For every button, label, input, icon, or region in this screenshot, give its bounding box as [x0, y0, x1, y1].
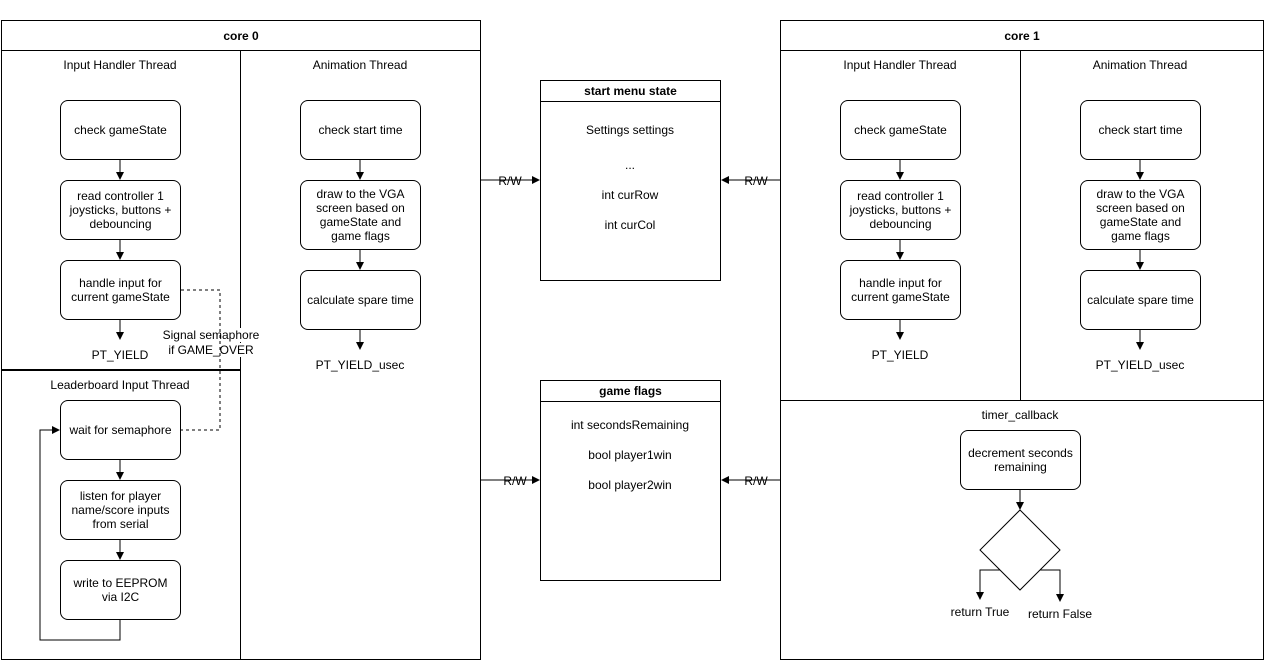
- rw-label-core0-startmenu: R/W: [498, 174, 522, 188]
- game-flags-item: bool player1win: [588, 448, 672, 462]
- core0-input-thread-title: Input Handler Thread: [63, 58, 177, 72]
- start-menu-item: Settings settings: [585, 123, 675, 137]
- core0-pt-yield-usec-label: PT_YIELD_usec: [315, 358, 405, 372]
- rw-label-core1-gameflags: R/W: [744, 474, 768, 488]
- core0-wait-semaphore-node: wait for semaphore: [60, 400, 181, 460]
- core0-animation-thread-title: Animation Thread: [312, 58, 408, 72]
- core1-timer-callback-title: timer_callback: [981, 408, 1059, 422]
- core0-check-start-time-node: check start time: [300, 100, 421, 160]
- core1-decrement-seconds-node: decrement seconds remaining: [960, 430, 1081, 490]
- core0-leaderboard-thread-title: Leaderboard Input Thread: [50, 378, 190, 392]
- signal-semaphore-label-line1: Signal semaphore: [162, 328, 260, 342]
- core0-write-eeprom-node: write to EEPROM via I2C: [60, 560, 181, 620]
- core0-handle-input-node: handle input for current gameState: [60, 260, 181, 320]
- rw-label-core0-gameflags: R/W: [503, 474, 527, 488]
- start-menu-item: int curCol: [604, 218, 656, 232]
- arrow-core0-write-loop-back: [39, 426, 121, 641]
- start-menu-item: int curRow: [601, 188, 659, 202]
- core1-check-start-time-node: check start time: [1080, 100, 1201, 160]
- game-flags-box: [540, 380, 721, 581]
- core0-draw-vga-node: draw to the VGA screen based on gameStat…: [300, 180, 421, 250]
- core1-animation-thread-title: Animation Thread: [1092, 58, 1188, 72]
- signal-semaphore-label-line2: if GAME_OVER: [168, 343, 254, 357]
- return-true-label: return True: [950, 605, 1010, 619]
- core1-calculate-spare-node: calculate spare time: [1080, 270, 1201, 330]
- return-false-label: return False: [1027, 607, 1093, 621]
- start-menu-state-box: [540, 80, 721, 281]
- core1-title: core 1: [780, 20, 1264, 51]
- core1-pt-yield-label: PT_YIELD: [871, 348, 929, 362]
- core0-title: core 0: [1, 20, 481, 51]
- core0-read-controller-node: read controller 1 joysticks, buttons + d…: [60, 180, 181, 240]
- start-menu-state-title: start menu state: [540, 80, 721, 102]
- core0-calculate-spare-node: calculate spare time: [300, 270, 421, 330]
- core0-check-gamestate-node: check gameState: [60, 100, 181, 160]
- core0-pt-yield-label: PT_YIELD: [91, 348, 149, 362]
- arrow-decision-to-true: [976, 569, 1000, 600]
- semaphore-signal-connector: [181, 289, 221, 431]
- arrow-decision-to-false: [1040, 569, 1064, 602]
- core1-pt-yield-usec-label: PT_YIELD_usec: [1095, 358, 1185, 372]
- game-flags-title: game flags: [540, 380, 721, 402]
- core1-check-gamestate-node: check gameState: [840, 100, 961, 160]
- core0-listen-serial-node: listen for player name/score inputs from…: [60, 480, 181, 540]
- game-flags-item: int secondsRemaining: [570, 418, 690, 432]
- core1-input-thread-title: Input Handler Thread: [843, 58, 957, 72]
- rw-label-core1-startmenu: R/W: [744, 174, 768, 188]
- game-flags-item: bool player2win: [588, 478, 672, 492]
- decision-diamond: [979, 509, 1061, 591]
- core1-handle-input-node: handle input for current gameState: [840, 260, 961, 320]
- core1-draw-vga-node: draw to the VGA screen based on gameStat…: [1080, 180, 1201, 250]
- core1-read-controller-node: read controller 1 joysticks, buttons + d…: [840, 180, 961, 240]
- start-menu-item: ...: [624, 158, 636, 172]
